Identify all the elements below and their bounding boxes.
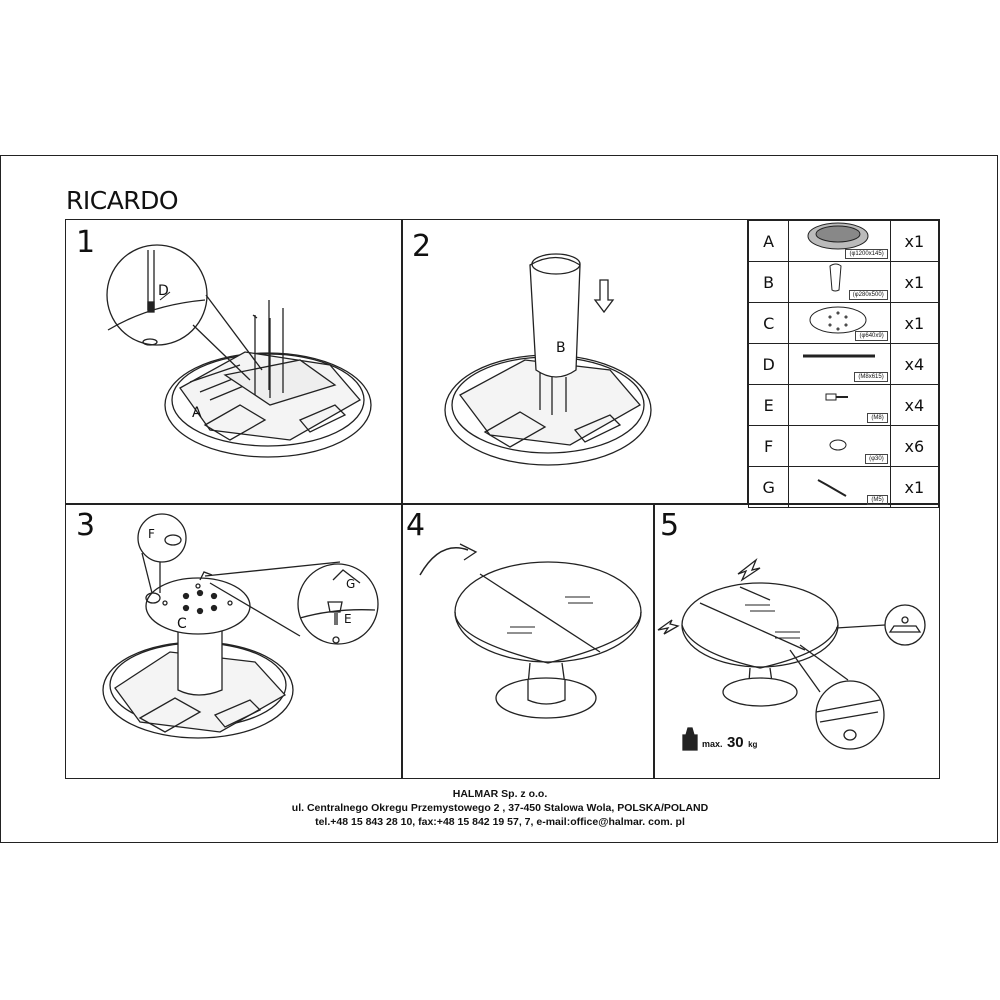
part-dimension: (φ1200x145) bbox=[845, 249, 888, 259]
part-letter: B bbox=[747, 261, 790, 303]
steps-grid bbox=[65, 219, 940, 779]
part-picture: (φ30) bbox=[788, 425, 891, 467]
step-number-5: 5 bbox=[660, 508, 680, 543]
divider bbox=[65, 503, 940, 505]
part-picture: (M8) bbox=[788, 384, 891, 426]
part-dimension: (M8) bbox=[867, 413, 888, 423]
step2-illustration bbox=[444, 253, 652, 466]
product-title: RICARDO bbox=[66, 186, 179, 215]
part-quantity: x6 bbox=[889, 425, 940, 467]
part-quantity: x1 bbox=[889, 302, 940, 344]
callout-e: E bbox=[344, 612, 352, 626]
part-picture: (φ1200x145) bbox=[788, 220, 891, 262]
part-dimension: (M8x615) bbox=[854, 372, 888, 382]
part-letter: F bbox=[747, 425, 790, 467]
parts-row: D (M8x615)x4 bbox=[747, 343, 940, 385]
part-letter: C bbox=[747, 302, 790, 344]
parts-row: F (φ30)x6 bbox=[747, 425, 940, 467]
part-letter: D bbox=[747, 343, 790, 385]
weight-prefix: max. bbox=[702, 739, 723, 749]
parts-row: G (M5)x1 bbox=[747, 466, 940, 508]
part-quantity: x1 bbox=[889, 220, 940, 262]
callout-b: B bbox=[556, 340, 566, 356]
callout-g: G bbox=[346, 577, 356, 591]
divider bbox=[653, 504, 655, 779]
step3-illustration bbox=[102, 513, 379, 739]
part-picture: (M8x615) bbox=[788, 343, 891, 385]
divider bbox=[747, 219, 749, 504]
divider bbox=[401, 219, 403, 779]
part-letter: A bbox=[747, 220, 790, 262]
callout-a: A bbox=[192, 405, 202, 421]
weight-note: max. 30 kg bbox=[702, 734, 757, 752]
step-number-4: 4 bbox=[406, 508, 426, 543]
step-number-1: 1 bbox=[76, 225, 96, 260]
part-dimension: (φ280x500) bbox=[848, 290, 888, 300]
step1-illustration bbox=[106, 244, 372, 458]
step-number-2: 2 bbox=[412, 229, 432, 264]
step5-illustration bbox=[657, 558, 926, 751]
part-quantity: x1 bbox=[889, 261, 940, 303]
weight-unit: kg bbox=[748, 740, 758, 749]
part-letter: G bbox=[747, 466, 790, 508]
part-dimension: (φ640x9) bbox=[855, 331, 888, 341]
part-quantity: x4 bbox=[889, 343, 940, 385]
callout-f: F bbox=[148, 527, 155, 541]
parts-row: E (M8)x4 bbox=[747, 384, 940, 426]
step4-illustration bbox=[419, 543, 642, 719]
parts-row: B (φ280x500)x1 bbox=[747, 261, 940, 303]
part-picture: (φ640x9) bbox=[788, 302, 891, 344]
part-dimension: (φ30) bbox=[865, 454, 888, 464]
weight-value: 30 bbox=[726, 734, 744, 751]
callout-d: D bbox=[158, 283, 169, 299]
part-dimension: (M5) bbox=[867, 495, 888, 505]
part-picture: (M5) bbox=[788, 466, 891, 508]
parts-row: C (φ640x9)x1 bbox=[747, 302, 940, 344]
parts-row: A (φ1200x145)x1 bbox=[747, 220, 940, 262]
callout-c: C bbox=[177, 616, 187, 632]
instruction-sheet bbox=[0, 155, 998, 843]
part-letter: E bbox=[747, 384, 790, 426]
footer-address: ul. Centralnego Okregu Przemystowego 2 ,… bbox=[291, 802, 709, 814]
step-number-3: 3 bbox=[76, 508, 96, 543]
part-picture: (φ280x500) bbox=[788, 261, 891, 303]
part-quantity: x4 bbox=[889, 384, 940, 426]
part-quantity: x1 bbox=[889, 466, 940, 508]
footer-company: HALMAR Sp. z o.o. bbox=[452, 788, 548, 800]
footer-contact: tel.+48 15 843 28 10, fax:+48 15 842 19 … bbox=[315, 816, 685, 828]
